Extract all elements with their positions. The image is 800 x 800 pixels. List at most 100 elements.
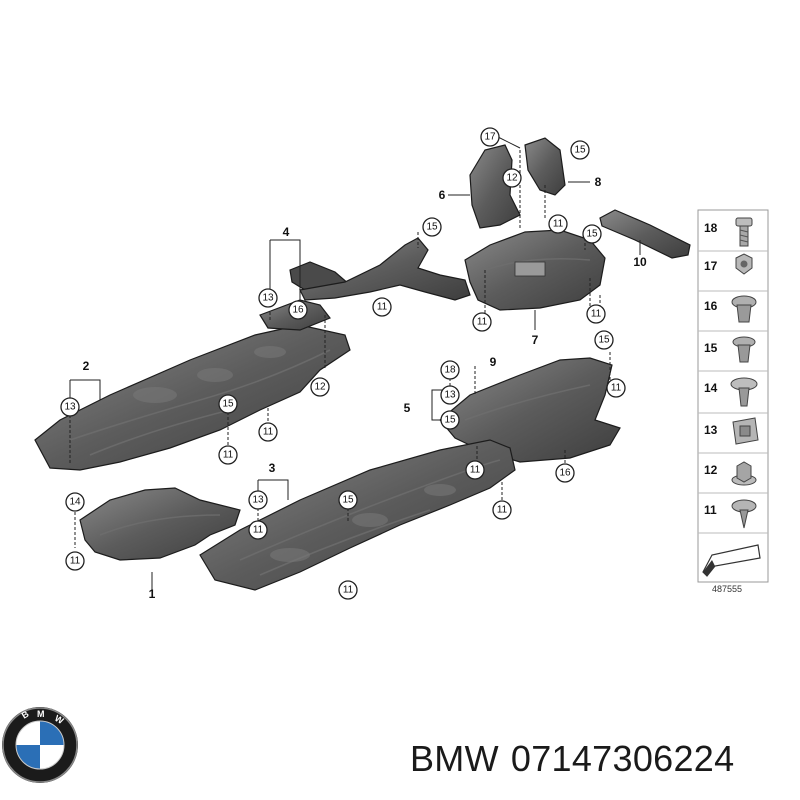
callout-12: 12	[310, 377, 330, 397]
callout-15: 15	[440, 410, 460, 430]
callout-13: 13	[248, 490, 268, 510]
hex-nut-icon	[735, 253, 753, 275]
svg-text:11: 11	[263, 427, 274, 438]
part-labels: 1 2 3 4 5 6 7 8 9 10	[83, 175, 647, 601]
svg-text:11: 11	[591, 309, 602, 320]
svg-text:11: 11	[253, 525, 264, 536]
svg-text:12: 12	[314, 382, 326, 393]
callout-15: 15	[594, 330, 614, 350]
svg-text:11: 11	[377, 302, 388, 313]
part-6-deflector[interactable]	[469, 144, 521, 229]
svg-text:11: 11	[470, 465, 481, 476]
svg-text:15: 15	[222, 399, 234, 410]
legend-14-label: 14	[704, 381, 718, 395]
part-label-3: 3	[269, 461, 276, 475]
part-label-2: 2	[83, 359, 90, 373]
screw-clip-icon	[730, 377, 758, 407]
svg-text:11: 11	[343, 585, 354, 596]
callout-15: 15	[338, 490, 358, 510]
caption-brand: BMW	[410, 738, 499, 779]
caption-part-number: 07147306224	[510, 738, 735, 779]
callout-11: 11	[65, 551, 85, 571]
part-label-6: 6	[439, 188, 446, 202]
cross-member[interactable]	[299, 237, 471, 301]
svg-text:11: 11	[223, 450, 234, 461]
svg-text:12: 12	[506, 173, 518, 184]
callout-18: 18	[440, 360, 460, 380]
part-label-4: 4	[283, 225, 290, 239]
legend-16-label: 16	[704, 299, 718, 313]
legend: 18 17 16 15 14 13	[697, 209, 769, 583]
callout-17: 17	[480, 127, 500, 147]
part-label-1: 1	[149, 587, 156, 601]
collar-nut-icon	[731, 461, 757, 486]
callout-12: 12	[502, 168, 522, 188]
callout-11: 11	[606, 378, 626, 398]
part-3-lower-panel[interactable]	[199, 439, 516, 591]
svg-text:14: 14	[69, 497, 81, 508]
part-label-8: 8	[595, 175, 602, 189]
svg-text:M: M	[37, 709, 45, 719]
reference-number: 487555	[712, 584, 742, 594]
part-1-lower-left-panel[interactable]	[79, 487, 241, 561]
callout-13: 13	[258, 288, 278, 308]
callout-11: 11	[548, 214, 568, 234]
svg-text:13: 13	[252, 495, 264, 506]
part-label-9: 9	[490, 355, 497, 369]
svg-text:11: 11	[611, 383, 622, 394]
legend-13-label: 13	[704, 423, 718, 437]
arrow-wedge-icon	[702, 544, 761, 577]
callout-16: 16	[288, 300, 308, 320]
part-caption: BMW 07147306224	[410, 738, 746, 780]
svg-text:17: 17	[484, 132, 496, 143]
legend-18-label: 18	[704, 221, 718, 235]
callout-11: 11	[258, 422, 278, 442]
part-label-5: 5	[404, 401, 411, 415]
clip-nut-icon	[732, 417, 759, 445]
svg-text:11: 11	[477, 317, 488, 328]
legend-12-label: 12	[704, 463, 718, 477]
svg-text:16: 16	[559, 468, 571, 479]
legend-15-label: 15	[704, 341, 718, 355]
svg-text:15: 15	[342, 495, 354, 506]
svg-text:15: 15	[574, 145, 586, 156]
svg-text:15: 15	[426, 222, 438, 233]
plastic-rivet-icon	[731, 295, 757, 323]
part-label-10: 10	[633, 255, 647, 269]
expansion-rivet-icon	[732, 336, 756, 363]
part-7-engine-undercover[interactable]	[464, 229, 606, 311]
part-2-underbody-panel[interactable]	[34, 324, 351, 471]
svg-text:11: 11	[497, 505, 508, 516]
callout-15: 15	[570, 140, 590, 160]
callout-16: 16	[555, 463, 575, 483]
callout-15: 15	[422, 217, 442, 237]
legend-17-label: 17	[704, 259, 718, 273]
callout-11: 11	[492, 500, 512, 520]
svg-text:13: 13	[64, 402, 76, 413]
callout-11: 11	[586, 304, 606, 324]
bolt-icon	[735, 217, 753, 247]
svg-text:11: 11	[553, 219, 564, 230]
callout-13: 13	[60, 397, 80, 417]
callout-15: 15	[218, 394, 238, 414]
callout-11: 11	[338, 580, 358, 600]
svg-text:15: 15	[444, 415, 456, 426]
bmw-logo: B M W	[2, 707, 78, 783]
svg-text:B: B	[20, 709, 31, 721]
svg-text:13: 13	[262, 293, 274, 304]
callouts: 17 15 12 11 15 15 13 16 11 11 11 12 13 1…	[60, 127, 626, 600]
callout-11: 11	[472, 312, 492, 332]
part-label-7: 7	[532, 333, 539, 347]
callout-11: 11	[248, 520, 268, 540]
callout-15: 15	[582, 224, 602, 244]
callout-11: 11	[465, 460, 485, 480]
svg-text:18: 18	[444, 365, 456, 376]
callout-11: 11	[372, 297, 392, 317]
svg-text:15: 15	[586, 229, 598, 240]
part-10-strip[interactable]	[599, 209, 691, 259]
callout-13: 13	[440, 385, 460, 405]
svg-text:13: 13	[444, 390, 456, 401]
callout-14: 14	[65, 492, 85, 512]
part-8-deflector[interactable]	[524, 137, 566, 196]
